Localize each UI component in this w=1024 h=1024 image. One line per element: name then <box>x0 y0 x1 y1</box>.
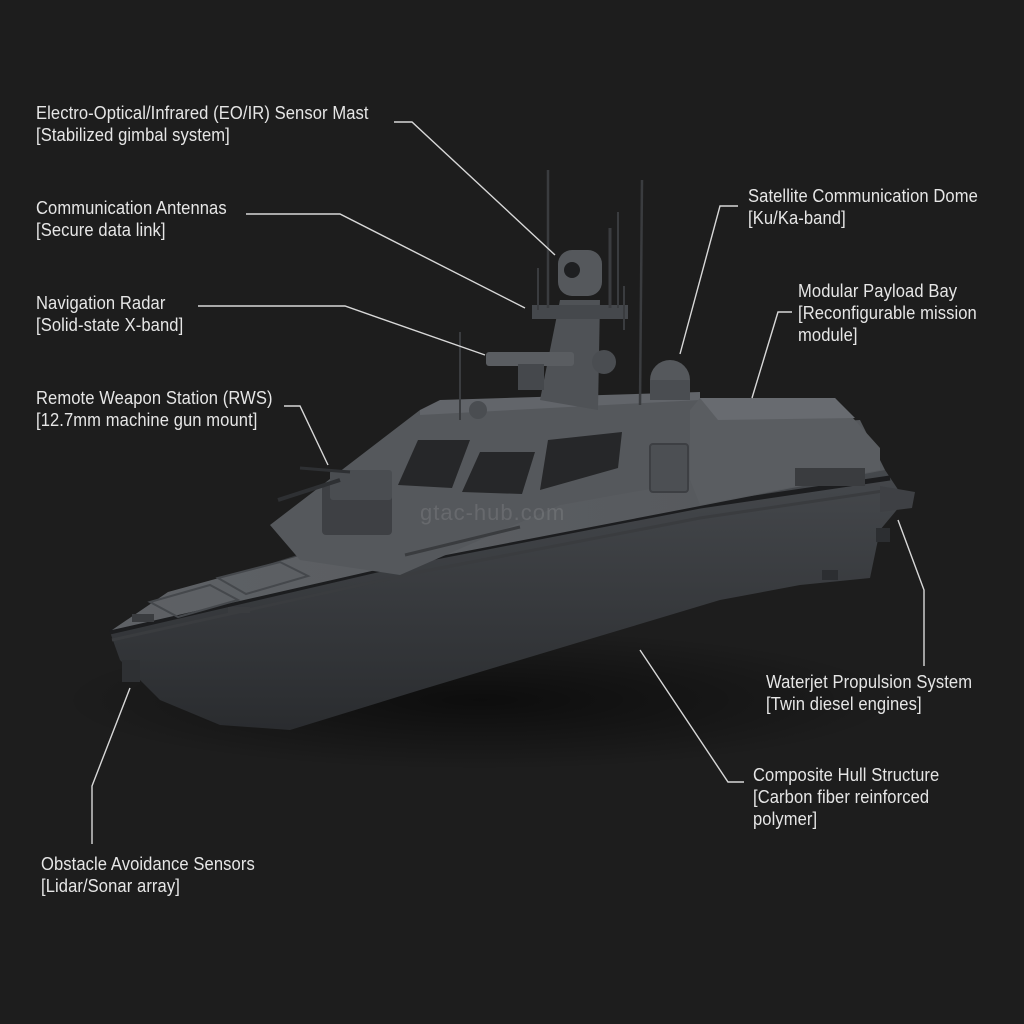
payload-bay-top <box>700 398 855 420</box>
callout-detail: [Reconfigurable mission <box>798 303 977 323</box>
callout-eoir: Electro-Optical/Infrared (EO/IR) Sensor … <box>36 102 369 146</box>
leader-rws <box>284 405 329 466</box>
leader-obstacle <box>91 687 131 844</box>
cabin-handrail <box>404 525 521 557</box>
mast-platform <box>532 305 628 319</box>
callout-hull: Composite Hull Structure [Carbon fiber r… <box>753 764 939 830</box>
callout-payload: Modular Payload Bay [Reconfigurable miss… <box>798 280 977 346</box>
radar-antenna <box>486 352 574 366</box>
callout-title: Electro-Optical/Infrared (EO/IR) Sensor … <box>36 103 369 123</box>
leader-antennas <box>246 213 526 309</box>
deck-hatch-1 <box>147 583 241 619</box>
antenna-2 <box>638 179 644 406</box>
deck-cleat <box>228 607 250 613</box>
callout-rws: Remote Weapon Station (RWS) [12.7mm mach… <box>36 387 273 431</box>
callout-detail: [Carbon fiber reinforced <box>753 787 930 807</box>
callout-detail: [Twin diesel engines] <box>766 694 922 714</box>
rws-barrel <box>277 478 341 502</box>
roof-camera <box>469 401 487 419</box>
callout-title: Obstacle Avoidance Sensors <box>41 854 255 874</box>
payload-vent <box>795 468 865 486</box>
callout-title: Modular Payload Bay <box>798 281 958 301</box>
callout-detail: [12.7mm machine gun mount] <box>36 410 258 430</box>
leader-eoir <box>394 121 556 256</box>
callout-title: Remote Weapon Station (RWS) <box>36 388 273 408</box>
cabin-door <box>649 443 689 493</box>
callout-radar: Navigation Radar [Solid-state X-band] <box>36 292 183 336</box>
aux-dome <box>592 350 616 374</box>
callout-detail: [Lidar/Sonar array] <box>41 876 180 896</box>
callout-title: Waterjet Propulsion System <box>766 672 973 692</box>
cabin-window-3 <box>540 432 622 490</box>
callout-detail: [Ku/Ka-band] <box>748 208 846 228</box>
leader-hull <box>639 649 744 783</box>
leader-lines <box>91 121 925 844</box>
eoir-gimbal <box>558 250 602 296</box>
satcom-base <box>650 380 690 400</box>
callout-title: Satellite Communication Dome <box>748 186 978 206</box>
bow-cleat <box>132 614 154 622</box>
leader-satcom <box>679 205 738 355</box>
obstacle-sensor <box>122 660 140 682</box>
leader-radar <box>198 305 486 356</box>
hull-rubrail <box>111 488 891 642</box>
callout-detail: [Secure data link] <box>36 220 166 240</box>
callout-detail-2: polymer] <box>753 809 818 829</box>
cabin-window-1 <box>398 440 470 488</box>
callout-antennas: Communication Antennas [Secure data link… <box>36 197 227 241</box>
callout-satcom: Satellite Communication Dome [Ku/Ka-band… <box>748 185 978 229</box>
leader-payload <box>751 311 792 399</box>
waterjet-stub <box>880 486 915 512</box>
callout-title: Navigation Radar <box>36 293 166 313</box>
rws-barrel-2 <box>299 466 351 474</box>
cabin-window-2 <box>462 452 535 494</box>
radar-pedestal <box>518 364 544 390</box>
eoir-lens <box>564 262 580 278</box>
callout-obstacle: Obstacle Avoidance Sensors [Lidar/Sonar … <box>41 853 255 897</box>
waterjet-nozzle-2 <box>822 570 838 580</box>
callout-waterjet: Waterjet Propulsion System [Twin diesel … <box>766 671 972 715</box>
deck-hatch-2 <box>215 560 311 596</box>
callout-title: Communication Antennas <box>36 198 227 218</box>
callout-title: Composite Hull Structure <box>753 765 940 785</box>
callout-detail: [Stabilized gimbal system] <box>36 125 230 145</box>
waterjet-nozzle <box>876 528 890 542</box>
leader-waterjet <box>897 519 925 666</box>
rws-turret <box>330 470 392 500</box>
cabin-roof <box>420 392 700 415</box>
callout-detail-2: module] <box>798 325 858 345</box>
watermark: gtac-hub.com <box>420 500 566 525</box>
hull-body <box>110 470 905 730</box>
callout-detail: [Solid-state X-band] <box>36 315 184 335</box>
